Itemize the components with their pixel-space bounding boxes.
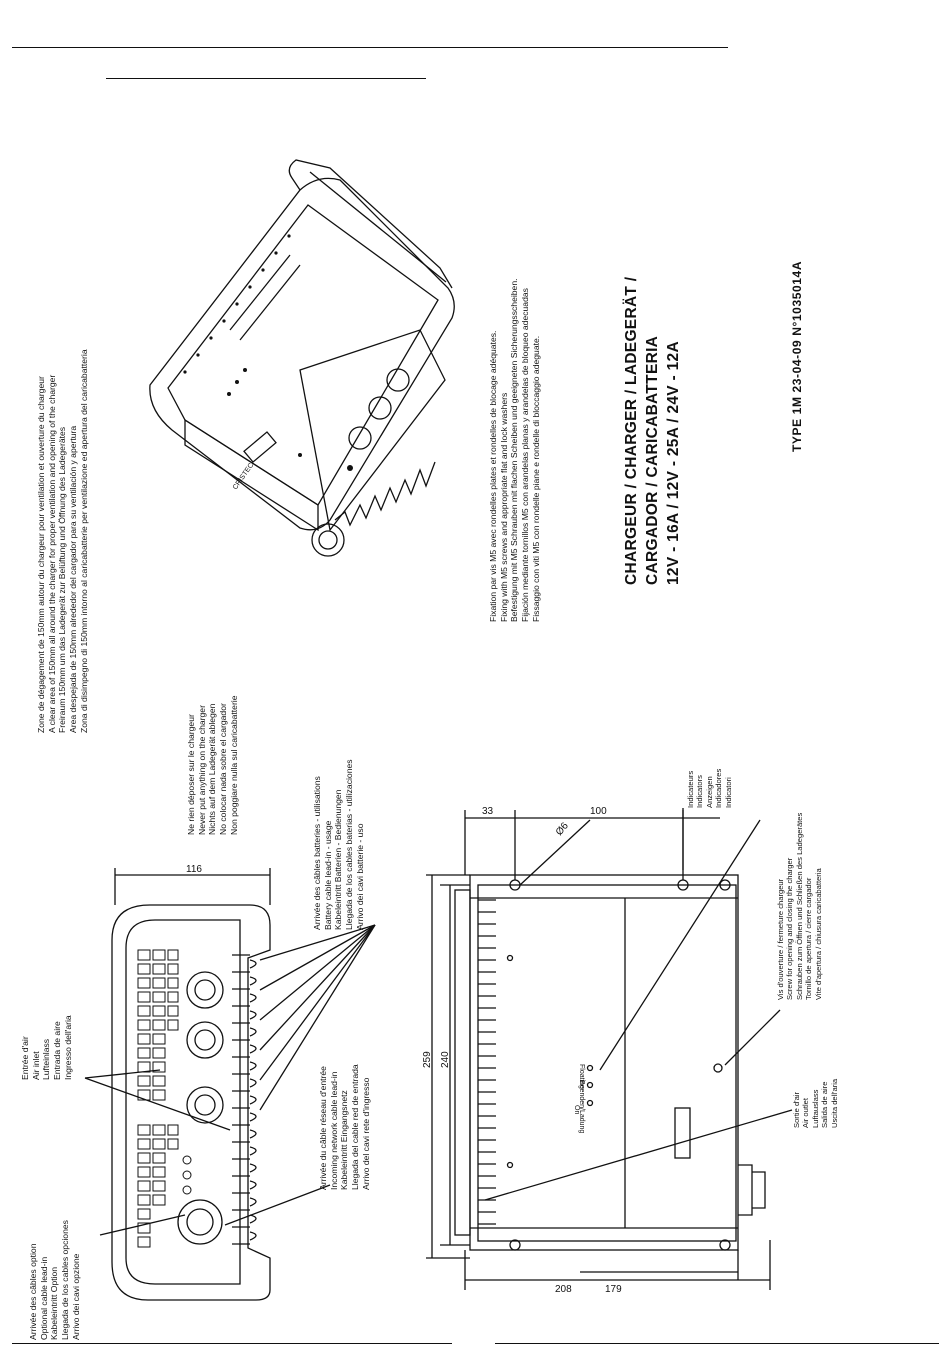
type-line-text: TYPE 1M 23-04-09 N°1035014A <box>790 260 804 452</box>
network-cable-note: Arrivée du câble réseau d'entrée Incomin… <box>318 1064 372 1190</box>
indicators-it: Indicatori <box>723 777 733 808</box>
dim-end-width: 116 <box>186 864 202 875</box>
clearance-note-de: Freiraum 150mm um das Ladegerät zur Belü… <box>57 426 68 733</box>
indicators-en: Indicators <box>695 775 705 808</box>
fixing-note: Fixation par vis M5 avec rondelles plate… <box>488 279 542 623</box>
options-note-en: Optional cable lead-in <box>38 1256 49 1340</box>
air-outlet-it: Uscita dell'aria <box>829 1078 839 1128</box>
air-outlet-note: Sortie d'air Air outlet Luftauslass Sali… <box>792 1079 839 1128</box>
options-note-fr: Arrivée des câbles option <box>28 1243 38 1341</box>
options-note-it: Arrivo dei cavi opzione <box>70 1253 81 1340</box>
nothing-on-top-note: Ne rien déposer sur le chargeur Never pu… <box>186 696 240 836</box>
fixing-note-es: Fijación mediante tornillos M5 con arand… <box>520 288 531 622</box>
network-note-it: Arrivo del cavi rete d'ingresso <box>360 1077 371 1190</box>
dim-hole-diameter: Ø6 <box>554 820 571 838</box>
dim-total-height: 208 <box>555 1284 572 1295</box>
battery-note-it: Arrivo dei cavi batterie - uso <box>354 823 365 930</box>
dim-hole-offset: 33 <box>482 806 494 817</box>
air-inlet-fr: Entrée d'air <box>20 1036 30 1080</box>
dim-body-height: 179 <box>605 1284 622 1295</box>
panel-label-charge: Beenden/Ladung <box>578 1080 585 1133</box>
fixing-note-it: Fissaggio con viti M5 con rondelle piane… <box>530 335 541 622</box>
title-line-3: 12V - 16A / 12V - 25A / 24V - 12A <box>664 341 682 585</box>
options-note-es: Llegada de los cables opciones <box>60 1220 71 1340</box>
network-note-de: Kabeleintritt Eingangsnetz <box>339 1090 350 1190</box>
dim-overall-length: 259 <box>422 1051 433 1068</box>
indicators-fr: Indicateurs <box>686 770 695 808</box>
battery-note-de: Kabeleintritt Batterien - Bedienungen <box>333 789 344 930</box>
battery-note-fr: Arrivée des câbles batteries - utilisati… <box>312 776 322 930</box>
title-line-1: CHARGEUR / CHARGER / LADEGERÄT / <box>623 276 640 585</box>
air-inlet-en: Air inlet <box>30 1051 41 1080</box>
indicators-note: Indicateurs Indicators Anzeigen Indicado… <box>686 769 733 808</box>
nothing-note-it: Non poggiare nulla sul caricabatterie <box>228 695 239 836</box>
panel-label-floating: Floating <box>578 1064 585 1089</box>
bottom-rule-right <box>495 1343 939 1344</box>
nothing-note-de: Nichts auf dem Ladegerät ablegen <box>207 703 218 835</box>
screw-note-fr: Vis d'ouverture / fermeture chargeur <box>776 878 785 1000</box>
title-line-2: CARGADOR / CARICABATTERIA <box>643 335 661 585</box>
fixing-note-de: Befestigung mit M5 Schrauben mit flachen… <box>509 278 520 623</box>
type-reference: TYPE 1M 23-04-09 N°1035014A <box>790 261 805 452</box>
opening-screw-note: Vis d'ouverture / fermeture chargeur Scr… <box>776 813 823 1000</box>
air-inlet-it: Ingresso dell'aria <box>62 1015 73 1080</box>
clearance-note: Zone de dégagement de 150mm autour du ch… <box>36 349 90 733</box>
screw-note-es: Tornillo de apertura / cierre cargador <box>804 877 814 1000</box>
fixing-note-fr: Fixation par vis M5 avec rondelles plate… <box>488 330 498 622</box>
air-outlet-en: Air outlet <box>801 1098 811 1128</box>
network-note-en: Incoming network cable lead-in <box>328 1071 339 1190</box>
air-inlet-de: Lufteinlass <box>41 1038 52 1080</box>
nothing-note-es: No colocar nada sobre el cargador <box>218 703 229 835</box>
charger-perspective-view <box>149 159 455 557</box>
clearance-note-en: A clear area of 150mm all around the cha… <box>46 374 57 733</box>
clearance-note-es: Area despejada de 150mm alrededor del ca… <box>68 425 79 733</box>
nothing-note-en: Never put anything on the charger <box>196 705 207 835</box>
battery-note-en: Battery cable lead-in - usage <box>322 820 333 930</box>
charger-side-view <box>426 808 793 1290</box>
panel-label-on: On <box>573 1105 580 1114</box>
screw-note-en: Screw for opening and closing the charge… <box>785 857 795 1000</box>
air-outlet-es: Salida de aire <box>820 1081 830 1128</box>
charger-end-view <box>84 868 376 1301</box>
air-inlet-es: Entrada de aire <box>52 1021 63 1080</box>
network-note-es: Llegada del cable red de entrada <box>350 1064 361 1190</box>
indicators-es: Indicadores <box>714 768 724 808</box>
air-outlet-de: Luftauslass <box>810 1089 820 1128</box>
top-rule-long <box>12 47 728 48</box>
bottom-rule-left <box>12 1343 452 1344</box>
air-inlet-note: Entrée d'air Air inlet Lufteinlass Entra… <box>20 1015 74 1080</box>
network-note-fr: Arrivée du câble réseau d'entrée <box>318 1066 328 1190</box>
clearance-note-it: Zona di disimpegno di 150mm intorno al c… <box>78 349 89 733</box>
indicators-de: Anzeigen <box>704 776 714 808</box>
battery-cable-note: Arrivée des câbles batteries - utilisati… <box>312 759 366 930</box>
air-outlet-fr: Sortie d'air <box>792 1091 801 1128</box>
title-block: CHARGEUR / CHARGER / LADEGERÄT / CARGADO… <box>622 277 685 585</box>
clearance-note-fr: Zone de dégagement de 150mm autour du ch… <box>36 376 46 733</box>
options-cable-note: Arrivée des câbles option Optional cable… <box>28 1220 82 1340</box>
nothing-note-fr: Ne rien déposer sur le chargeur <box>186 714 196 835</box>
fixing-note-en: Fixing with M5 screws and appropriate fl… <box>498 392 509 622</box>
dim-hole-spacing: 100 <box>590 806 607 817</box>
battery-note-es: Llegada de los cables baterias - utiliza… <box>344 759 355 930</box>
dim-inner-length: 240 <box>440 1051 451 1068</box>
options-note-de: Kabeleintritt Option <box>49 1266 60 1340</box>
top-rule-short <box>106 78 426 79</box>
screw-note-de: Schrauben zum Öffnen und Schließen des L… <box>794 812 804 1000</box>
screw-note-it: Vite d'apertura / chiusura caricabatteri… <box>813 868 823 1000</box>
